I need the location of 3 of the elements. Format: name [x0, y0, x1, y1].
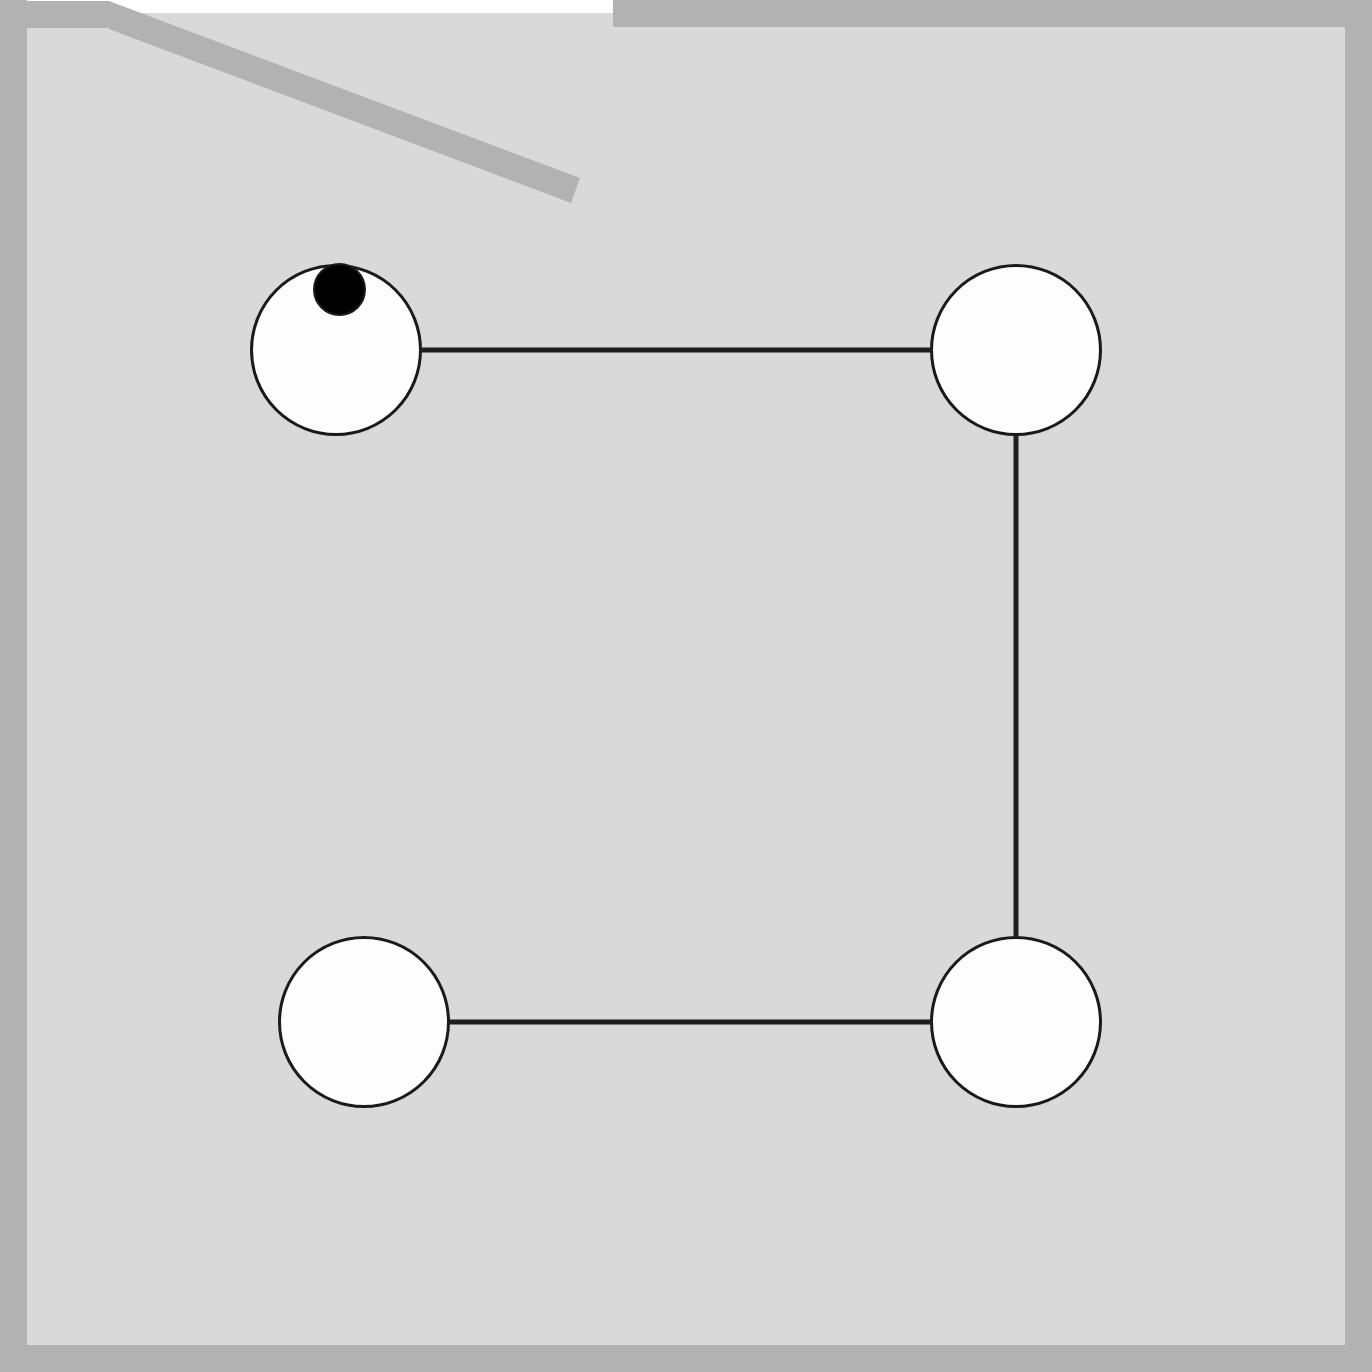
- connector-line: [450, 1019, 930, 1025]
- connector-line: [422, 347, 930, 353]
- connector-line: [1013, 436, 1019, 936]
